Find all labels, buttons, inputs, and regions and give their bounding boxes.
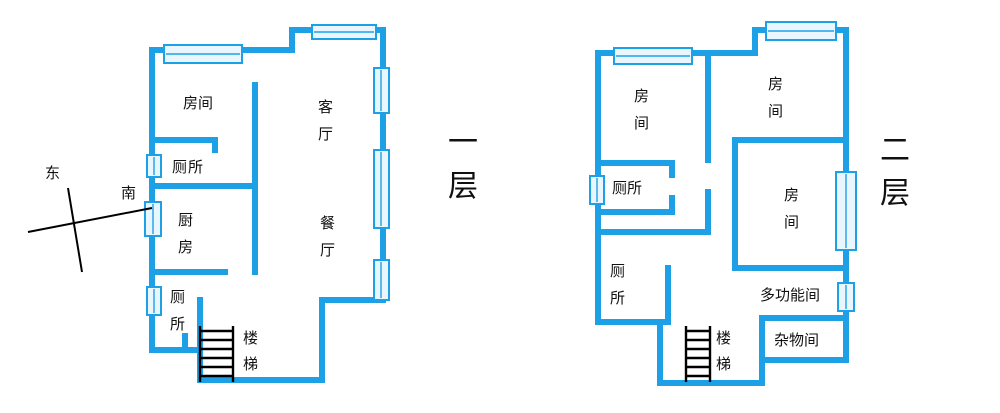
floor-1-window-right-1: [373, 67, 390, 114]
floor-2-title-1: 二: [880, 133, 910, 168]
floor-2-hall-wall: [595, 189, 711, 235]
floor-2-window-top-right: [765, 21, 837, 41]
floor-2-bedroom-top-right-label-2: 间: [768, 102, 783, 120]
compass-icon: [27, 187, 153, 273]
floor-1-dining-room-label-2: 厅: [320, 241, 335, 259]
floor-1-toilet-upper-label-2: 所: [188, 158, 203, 176]
floor-1-window-top-left: [163, 44, 243, 64]
floor-1-bedroom-label: 房间: [183, 94, 213, 112]
floor-1-window-right-3: [373, 259, 390, 301]
floor-2-window-right-1: [835, 171, 857, 251]
floor-1-window-top-right: [311, 24, 377, 40]
floor-2-storage-room-label: 杂物间: [774, 331, 819, 349]
compass-east-label: 东: [45, 164, 60, 182]
floor-1-living-room-label-2: 厅: [318, 125, 333, 143]
floor-2-stairs-symbol: [684, 326, 712, 382]
floor-2-stairs-label-2: 梯: [716, 355, 731, 373]
floor-2-bedroom-left-label-1: 房: [634, 87, 649, 105]
floor-2-toilet-lower-label-1: 厕: [610, 262, 625, 280]
floor-2-toilet-bottom: [595, 195, 675, 215]
floor-1-window-left-2: [144, 201, 162, 237]
floor-2-window-top-left: [613, 47, 693, 65]
floor-2-window-left: [589, 175, 605, 205]
floor-1-kitchen-label-2: 房: [178, 238, 193, 256]
floor-2-bedroom-left-label-2: 间: [634, 114, 649, 132]
floor-2-bedroom-mid-right-label-2: 间: [784, 213, 799, 231]
floor-2-plan: 房 间 房 间 房 间 厕所 厕 所 多功能间 杂物间 楼 梯: [589, 21, 857, 386]
floor-1-living-room-label-1: 客: [318, 98, 333, 116]
floor-2-toilet-lower-label-2: 所: [610, 289, 625, 307]
floor-1-outer-wall: [149, 27, 386, 383]
floor-2-toilet2-wall: [595, 265, 671, 325]
floor-1-toilet-lower-label-1: 厕: [170, 288, 185, 306]
floor-2-toilet-upper-label: 厕所: [612, 179, 642, 197]
floor-1-stairs-symbol: [198, 326, 235, 382]
floor-2-bedroom-mid-right-label-1: 房: [784, 186, 799, 204]
floor-2-bedroom-mid-left: [732, 137, 849, 271]
floor-1-stairs-label-1: 楼: [243, 329, 258, 347]
floor-2-window-right-2: [837, 282, 855, 312]
floor-1-toilet-lower-label-2: 所: [170, 315, 185, 333]
floor-1-window-left-1: [146, 154, 162, 178]
floor-2-title-2: 层: [880, 176, 910, 211]
floor-1-window-right-2: [373, 149, 390, 229]
floor-1-dining-room-label-1: 餐: [320, 214, 335, 232]
floor-1-title-1: 一: [448, 125, 478, 160]
floor-1-kitchen-label-1: 厨: [178, 211, 193, 229]
floor-1-window-left-3: [146, 286, 162, 316]
floor-2-stairs-label-1: 楼: [716, 329, 731, 347]
floor-1-plan: 房间 厕 所 厨 房 厕 所 楼 梯 客 厅 餐 厅: [144, 24, 390, 383]
floor-1-toilet-upper-label-1: 厕: [172, 158, 187, 176]
floor-1-stairs-label-2: 梯: [243, 355, 258, 373]
floor-2-bedroom-top-right-label-1: 房: [768, 75, 783, 93]
compass-south-label: 南: [121, 184, 136, 202]
floor-2-multi-room-label: 多功能间: [760, 286, 820, 304]
floor-1-title-2: 层: [448, 169, 478, 204]
